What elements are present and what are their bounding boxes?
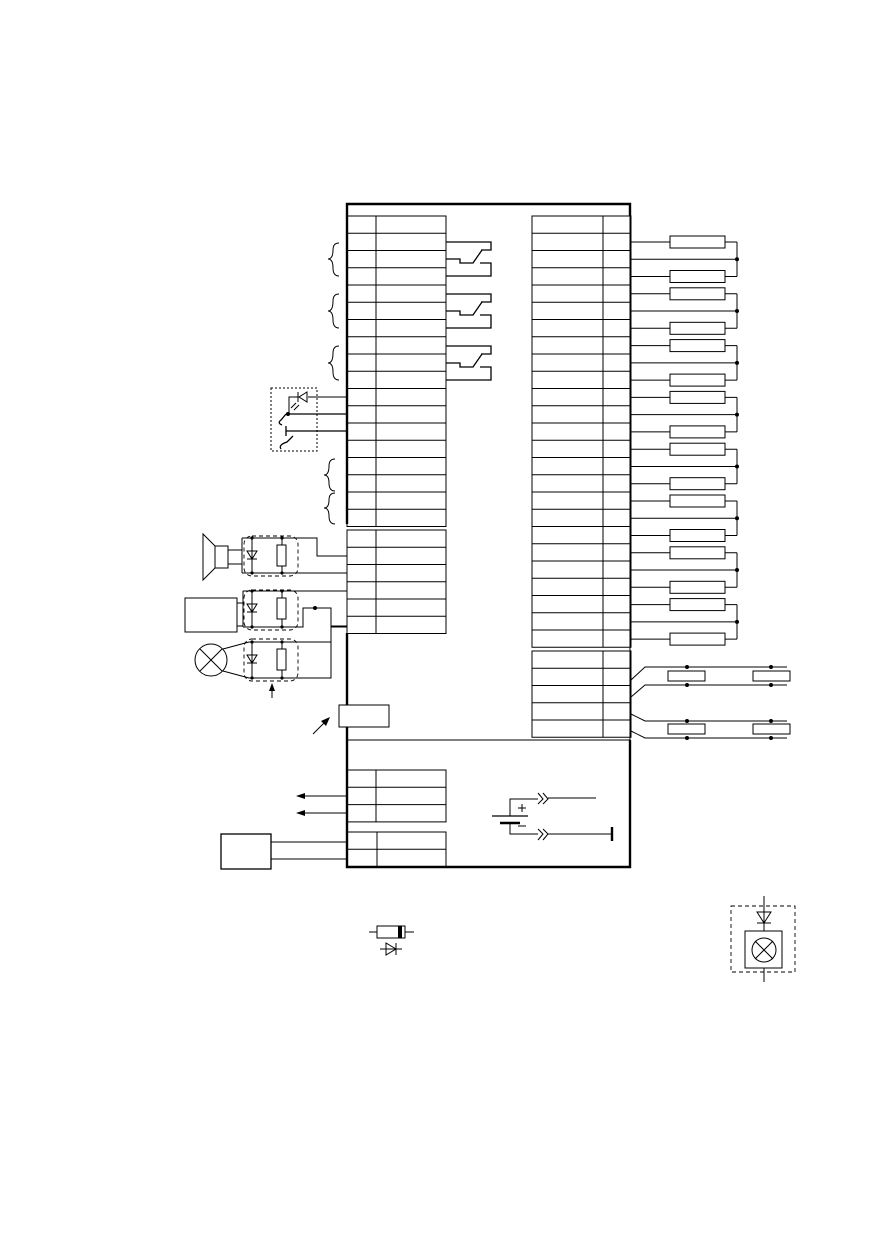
resistor-icon — [669, 287, 726, 301]
resistor-icon — [669, 390, 726, 404]
sensor-pair-2 — [630, 713, 791, 740]
resistor-icon — [667, 670, 706, 682]
arrow-diagonal-icon — [312, 717, 330, 735]
relay-contact-icon — [446, 293, 492, 329]
resistor-icon — [276, 597, 287, 620]
resistor-icon — [669, 632, 726, 646]
resistor-icon — [276, 544, 287, 567]
sensor-pair-1 — [630, 665, 791, 698]
resistor-icon — [669, 235, 726, 249]
lamp-icon — [194, 641, 250, 679]
bottom-upper-terminal-block — [346, 769, 447, 823]
output-arrows — [296, 793, 347, 816]
fuse-icon — [338, 704, 390, 728]
resistor-icon — [669, 321, 726, 335]
speaker-icon — [202, 532, 242, 582]
resistor-icon — [669, 425, 726, 439]
left-upper-terminal-block — [346, 215, 447, 527]
right-lower-terminal-block — [531, 650, 632, 738]
resistor-icon — [752, 670, 791, 682]
resistor-icon — [669, 529, 726, 542]
diode-icon — [246, 603, 258, 613]
suppressor-group-1 — [241, 535, 347, 577]
brace-marks — [323, 242, 340, 525]
suppressor-group-2 — [242, 589, 347, 631]
relay-contact-icon — [446, 241, 492, 277]
resistor-icon — [752, 723, 791, 735]
suppressor-group-3 — [243, 625, 347, 682]
resistor-icon — [669, 270, 726, 283]
battery-icon — [492, 792, 614, 841]
resistor-icon — [669, 546, 726, 560]
resistor-icon — [669, 442, 726, 456]
resistor-icon — [276, 648, 287, 671]
diode-icon — [246, 550, 258, 560]
resistor-icon — [667, 723, 706, 735]
right-upper-terminal-block — [531, 215, 632, 648]
led-lamp-icon — [730, 896, 796, 982]
arrow-up-icon — [269, 683, 275, 698]
diode-icon — [246, 654, 258, 664]
resistor-icon — [669, 494, 726, 508]
resistor-icon — [669, 373, 726, 387]
resistor-icon — [669, 598, 726, 612]
bottom-lower-terminal-block — [346, 831, 447, 868]
legend-diode-symbol — [369, 925, 414, 956]
external-module-icon — [220, 833, 347, 870]
relay-coil-icon — [184, 597, 243, 633]
optocoupler-icon — [270, 387, 347, 452]
controller-housing — [345, 202, 632, 869]
resistor-icon — [669, 339, 726, 353]
left-lower-terminal-block — [346, 529, 447, 634]
resistor-icon — [669, 477, 726, 491]
resistor-icon — [669, 580, 726, 594]
load-resistor-network — [631, 235, 739, 646]
relay-contact-icon — [446, 345, 492, 381]
